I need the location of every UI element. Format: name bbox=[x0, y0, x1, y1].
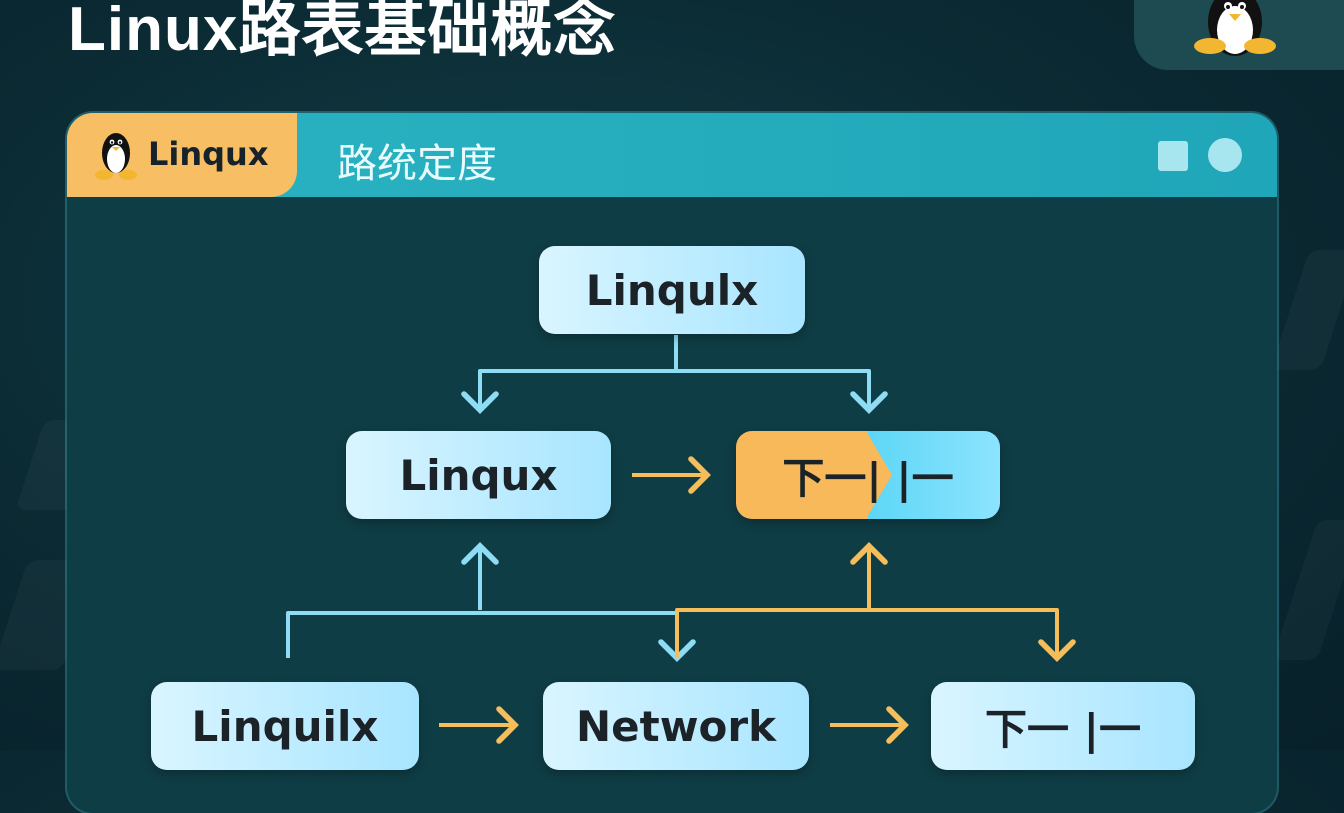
window-circle-icon[interactable] bbox=[1208, 138, 1242, 172]
connector-top-to-mid-left bbox=[461, 335, 678, 414]
node-label: 下一| |一 bbox=[782, 453, 954, 503]
background-shape bbox=[1272, 520, 1344, 660]
node-label: Network bbox=[575, 701, 776, 751]
window-square-icon[interactable] bbox=[1158, 141, 1188, 171]
node-bottom-left: Linquilx bbox=[151, 682, 419, 770]
tux-penguin-icon bbox=[95, 133, 137, 180]
background-shape bbox=[1271, 250, 1344, 370]
tux-penguin-icon bbox=[1194, 0, 1276, 56]
node-label: Linqulx bbox=[585, 265, 759, 315]
node-label: Linqux bbox=[399, 450, 558, 500]
window-titlebar: Linqux 路统定度 bbox=[67, 113, 1277, 197]
window-tab[interactable]: Linqux bbox=[67, 113, 297, 197]
page-title: Linux路表基础概念 bbox=[68, 0, 617, 64]
app-window: Linqux 路统定度 Linqulx Linq bbox=[67, 113, 1277, 813]
node-mid-left: Linqux bbox=[346, 431, 611, 519]
diagram-connectors bbox=[286, 335, 1076, 744]
node-bottom-right: 下一 |一 bbox=[931, 682, 1195, 770]
tab-label: Linqux bbox=[148, 135, 269, 173]
window-title: 路统定度 bbox=[337, 141, 497, 187]
node-top: Linqulx bbox=[539, 246, 805, 334]
node-label: Linquilx bbox=[191, 701, 379, 751]
node-bottom-center: Network bbox=[543, 682, 809, 770]
node-label: 下一 |一 bbox=[985, 704, 1141, 754]
connector-blue-bus bbox=[286, 611, 696, 662]
node-mid-right: 下一| |一 bbox=[736, 431, 1000, 519]
connector-top-to-mid-right bbox=[676, 369, 888, 414]
connector-orange-bus bbox=[675, 608, 1076, 662]
